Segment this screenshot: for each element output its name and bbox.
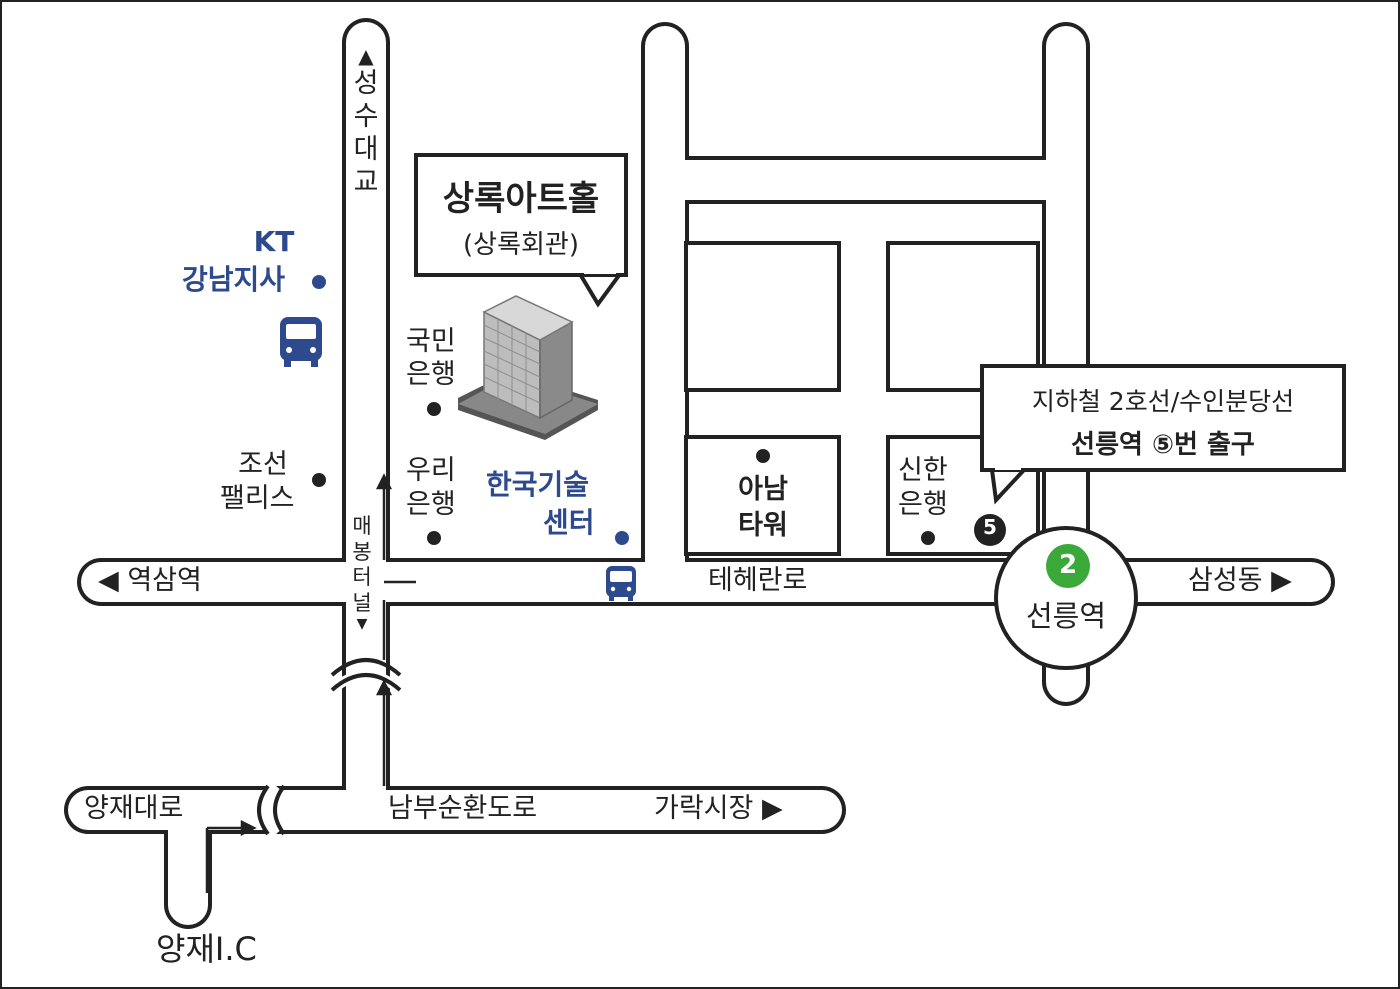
- station-callout-line1: 지하철 2호선/수인분당선: [1031, 387, 1295, 416]
- station-callout[interactable]: 지하철 2호선/수인분당선 선릉역 ⑤번 출구: [980, 364, 1346, 472]
- hankuk-dot-marker: [615, 531, 629, 545]
- yangjae-ic-label: 양재I.C: [156, 930, 257, 968]
- kt-label-line1: KT: [253, 225, 295, 258]
- subway-line-2-badge: [1046, 544, 1090, 588]
- arrow-up-icon: ▲: [358, 44, 374, 68]
- tunnel-break-lower: [330, 673, 402, 692]
- kt-dot-marker: [312, 275, 326, 289]
- woori-dot-marker: [427, 531, 441, 545]
- shinhan-dot-marker: [921, 531, 935, 545]
- arrow-down-icon: ▼: [356, 616, 368, 633]
- chosun-dot-marker: [312, 473, 326, 487]
- ic-break-right: [273, 784, 286, 836]
- line-number-label: 2: [1058, 550, 1078, 580]
- anam-label-line1: 아남: [738, 474, 788, 505]
- station-callout-line2: 선릉역 ⑤번 출구: [1071, 430, 1255, 460]
- yeoksam-label[interactable]: ◀ 역삼역: [98, 565, 202, 596]
- venue-name: 상록아트홀: [442, 179, 600, 219]
- teheran-road-label: 테헤란로: [708, 565, 808, 596]
- hankuk-label-line2: 센터: [543, 506, 595, 539]
- kookmin-label-line2: 은행: [406, 359, 456, 390]
- place-markers: [312, 275, 935, 545]
- ic-break-left: [257, 784, 270, 836]
- seongsu-bridge-label: ▲ 성 수 대 교: [350, 44, 382, 200]
- shinhan-label-line1: 신한: [898, 455, 948, 486]
- anam-dot-marker: [756, 449, 770, 463]
- venue-callout[interactable]: 상록아트홀 (상록회관): [414, 153, 628, 277]
- maebong-tunnel-label: 매 봉 터 널 ▼: [347, 514, 377, 634]
- exit-number-label: 5: [983, 515, 997, 539]
- tunnel-direction-arrows: [205, 473, 416, 893]
- garak-market-label[interactable]: 가락시장 ▶: [654, 793, 783, 824]
- woori-label-line2: 은행: [406, 489, 456, 520]
- samseong-label[interactable]: 삼성동 ▶: [1188, 565, 1292, 596]
- ic-gap: [259, 781, 282, 839]
- city-blocks: [684, 241, 1040, 556]
- venue-subtitle: (상록회관): [463, 230, 579, 260]
- kookmin-label-line1: 국민: [406, 326, 456, 357]
- nambu-ring-road-label: 남부순환도로: [388, 793, 538, 824]
- yangjae-daero-label: 양재대로: [84, 793, 184, 824]
- chosun-label-line1: 조선: [238, 449, 288, 480]
- kt-label-line2: 강남지사: [182, 263, 286, 296]
- chosun-label-line2: 팰리스: [220, 483, 295, 514]
- venue-callout-tail: [576, 272, 624, 308]
- anam-label-line2: 타워: [738, 510, 788, 541]
- bus-icon[interactable]: [606, 566, 636, 601]
- exit-5-badge[interactable]: [974, 514, 1006, 546]
- tunnel-break-upper: [330, 658, 402, 677]
- bus-icon[interactable]: [280, 317, 322, 367]
- kookmin-dot-marker: [427, 402, 441, 416]
- hankuk-label-line1: 한국기술: [486, 468, 590, 501]
- woori-label-line1: 우리: [406, 455, 456, 486]
- building-icon: [458, 295, 598, 440]
- venue-tail-joint: [584, 266, 616, 274]
- seolleung-station-circle[interactable]: [994, 526, 1138, 670]
- shinhan-label-line2: 은행: [898, 489, 948, 520]
- seolleung-station-name[interactable]: 선릉역: [1025, 599, 1107, 633]
- station-tail-joint: [995, 462, 1021, 470]
